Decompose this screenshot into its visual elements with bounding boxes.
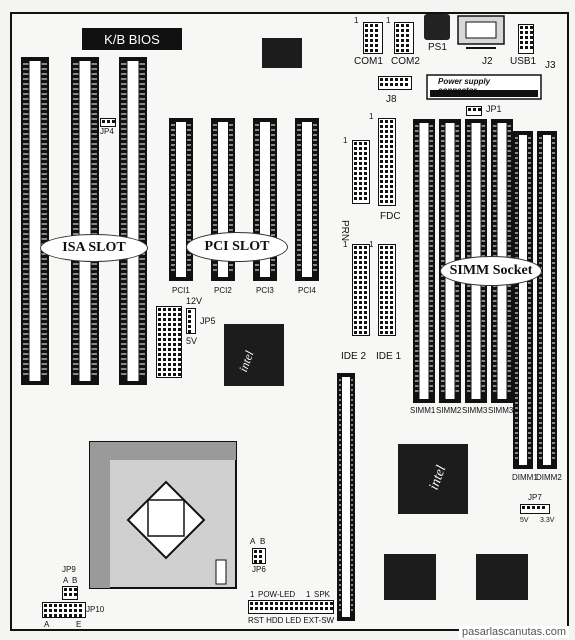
com2-header — [394, 22, 414, 54]
bios-chip — [262, 38, 302, 68]
long-slot — [337, 373, 355, 621]
prn-header — [352, 140, 370, 204]
dimm-socket-1 — [513, 131, 533, 469]
isa-slot-1 — [21, 57, 49, 385]
pci1-label: PCI1 — [172, 286, 190, 295]
power-supply-label: Power supply connector — [438, 77, 491, 95]
j2-label: J2 — [482, 56, 493, 67]
lower-chip-left — [384, 554, 436, 600]
simm3-label: SIMM3 — [462, 406, 488, 415]
jp1-jumper — [466, 106, 482, 116]
jp9-a-label: A — [63, 576, 69, 585]
isa-slot-3 — [119, 57, 147, 385]
kb-bios-label: K/B BIOS — [82, 28, 182, 50]
jp5-label: JP5 — [200, 316, 216, 326]
intel-chipset-2 — [398, 444, 468, 514]
com1-pin-one: 1 — [354, 16, 359, 25]
jp6-jumper — [252, 548, 266, 564]
jp5-5v-label: 5V — [186, 336, 198, 346]
ide2-header — [352, 244, 370, 336]
jp1-label: JP1 — [486, 104, 502, 114]
jp9-label: JP9 — [62, 565, 76, 574]
isa-slot-label: ISA SLOT — [40, 234, 148, 262]
jp4-label: JP4 — [100, 127, 114, 136]
watermark: pasarlascanutas.com — [459, 626, 569, 638]
fdc-header — [378, 118, 396, 206]
fdc-pin-one: 1 — [369, 112, 374, 121]
pci2-label: PCI2 — [214, 286, 232, 295]
jp10-jumper — [42, 602, 86, 618]
jp7-5v-label: 5V — [520, 517, 529, 524]
pci3-label: PCI3 — [256, 286, 274, 295]
simm4-label: SIMM3 — [488, 406, 514, 415]
pci4-label: PCI4 — [298, 286, 316, 295]
dimm1-label: DIMM1 — [512, 473, 538, 482]
lower-chip-right — [476, 554, 528, 600]
jp9-jumper — [62, 586, 78, 600]
ide1-header — [378, 244, 396, 336]
spk-pin-one: 1 — [306, 590, 311, 599]
jp10-a-label: A — [44, 620, 50, 629]
dimm2-label: DIMM2 — [536, 473, 562, 482]
jp7-label: JP7 — [528, 493, 542, 502]
ide2-pin-one: 1 — [343, 240, 348, 249]
front-panel-bottom-labels: RST HDD LED EXT-SW — [248, 616, 335, 625]
voltage-regulator-header — [156, 306, 182, 378]
com1-label: COM1 — [354, 56, 383, 67]
ps1-label: PS1 — [428, 42, 447, 53]
spk-label: SPK — [314, 590, 331, 599]
jp9-b-label: B — [72, 576, 78, 585]
front-panel-header — [248, 600, 334, 614]
simm-socket-label: SIMM Socket — [440, 256, 542, 286]
jp10-e-label: E — [76, 620, 82, 629]
pow-led-label: POW-LED — [258, 590, 296, 599]
usb1-header — [518, 24, 534, 54]
ide1-label: IDE 1 — [376, 351, 402, 362]
pci-slot-1 — [169, 118, 193, 281]
dimm-socket-2 — [537, 131, 557, 469]
ps1-connector — [424, 14, 450, 40]
j3-label: J3 — [545, 60, 556, 71]
front-panel-pin-one: 1 — [250, 590, 255, 599]
cpu-socket — [89, 441, 237, 589]
simm2-label: SIMM2 — [436, 406, 462, 415]
j2-connector — [457, 15, 505, 49]
j8-header — [378, 76, 412, 90]
isa-slot-2 — [71, 57, 99, 385]
jp6-a-label: A — [250, 537, 256, 546]
ide2-label: IDE 2 — [341, 351, 367, 362]
jp5-jumper — [186, 308, 196, 334]
usb1-label: USB1 — [510, 56, 537, 67]
prn-label: PRN — [339, 220, 350, 242]
com1-header — [363, 22, 383, 54]
jp4-jumper — [100, 118, 116, 127]
com2-label: COM2 — [391, 56, 420, 67]
jp6-label: JP6 — [252, 565, 266, 574]
intel-chipset-1 — [224, 324, 284, 386]
jp7-jumper — [520, 504, 550, 514]
jp7-33v-label: 3.3V — [540, 517, 555, 524]
power-supply-connector — [426, 74, 542, 100]
simm1-label: SIMM1 — [410, 406, 436, 415]
j8-label: J8 — [386, 94, 397, 105]
jp6-b-label: B — [260, 537, 266, 546]
simm-socket-1 — [413, 119, 435, 403]
com2-pin-one: 1 — [386, 16, 391, 25]
pci-slot-4 — [295, 118, 319, 281]
ide1-pin-one: 1 — [369, 240, 374, 249]
pci-slot-label: PCI SLOT — [186, 232, 288, 262]
fdc-label: FDC — [380, 211, 401, 222]
prn-pin-one: 1 — [343, 136, 348, 145]
jp5-12v-label: 12V — [186, 296, 203, 306]
jp10-label: JP10 — [86, 605, 105, 614]
